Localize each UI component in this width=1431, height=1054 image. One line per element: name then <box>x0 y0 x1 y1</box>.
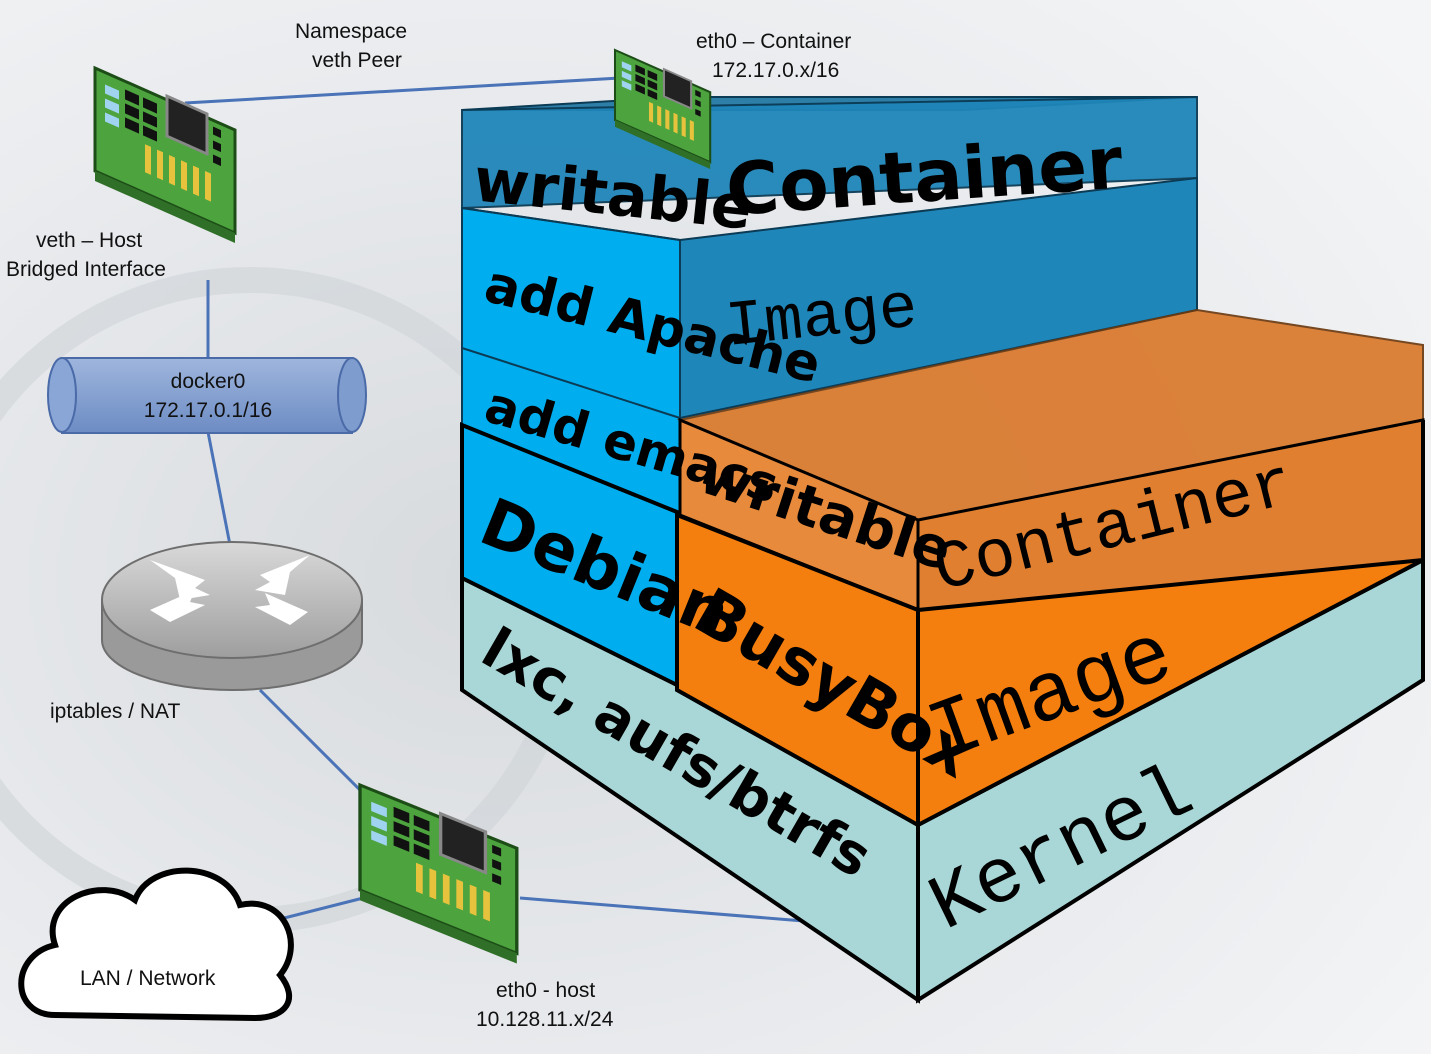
namespace-veth-peer-label-line1: Namespace <box>295 20 407 43</box>
link-veth-host-to-peer <box>184 76 621 105</box>
eth0-host-label-line2: 10.128.11.x/24 <box>476 1008 614 1031</box>
lan-network-label: LAN / Network <box>80 967 216 990</box>
eth0-container-label-line1: eth0 – Container <box>696 30 851 53</box>
veth-host-label-line2: Bridged Interface <box>6 258 166 281</box>
orange-image-right-face <box>916 420 1425 829</box>
iptables-nat-label: iptables / NAT <box>50 700 180 723</box>
namespace-veth-peer-label-line2: veth Peer <box>312 49 402 72</box>
docker0-label-line2: 172.17.0.1/16 <box>144 399 272 422</box>
lan-cloud-icon <box>18 867 294 1022</box>
eth0-container-label-line2: 172.17.0.x/16 <box>712 59 839 82</box>
eth0-host-label-line1: eth0 - host <box>496 979 595 1002</box>
link-docker0-to-router <box>206 431 232 546</box>
docker0-label-line1: docker0 <box>171 370 246 393</box>
blue-divider-2 <box>461 207 681 241</box>
veth-host-label-line1: veth – Host <box>36 229 142 252</box>
blue-divider-1 <box>461 347 681 419</box>
router-icon <box>101 541 363 691</box>
docker0-bridge-icon <box>47 357 367 434</box>
link-router-to-eth0-host <box>258 688 367 797</box>
